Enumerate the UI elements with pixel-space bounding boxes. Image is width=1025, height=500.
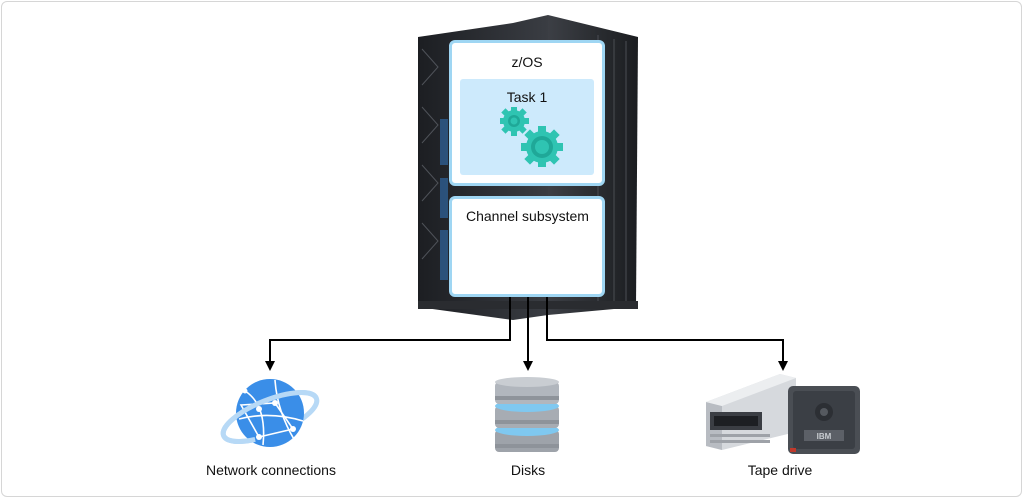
network-globe-icon bbox=[220, 379, 320, 447]
tape-drive-label: Tape drive bbox=[747, 462, 813, 478]
channel-subsystem-title: Channel subsystem bbox=[466, 208, 589, 224]
task-title: Task 1 bbox=[506, 89, 548, 105]
network-connections-label: Network connections bbox=[206, 462, 336, 478]
channel-subsystem-panel: Channel subsystem bbox=[449, 196, 605, 297]
network-connector-line bbox=[265, 297, 511, 371]
zos-panel: z/OS Task 1 bbox=[449, 40, 605, 186]
tape-brand-logo: IBM bbox=[817, 432, 832, 441]
disks-label: Disks bbox=[510, 462, 546, 478]
tape-connector-line bbox=[546, 297, 788, 371]
tape-drive-icon: IBM bbox=[706, 374, 860, 454]
zos-title: z/OS bbox=[511, 54, 543, 70]
gears-icon bbox=[500, 107, 563, 167]
task-box: Task 1 bbox=[460, 79, 594, 175]
disks-icon bbox=[495, 377, 559, 452]
